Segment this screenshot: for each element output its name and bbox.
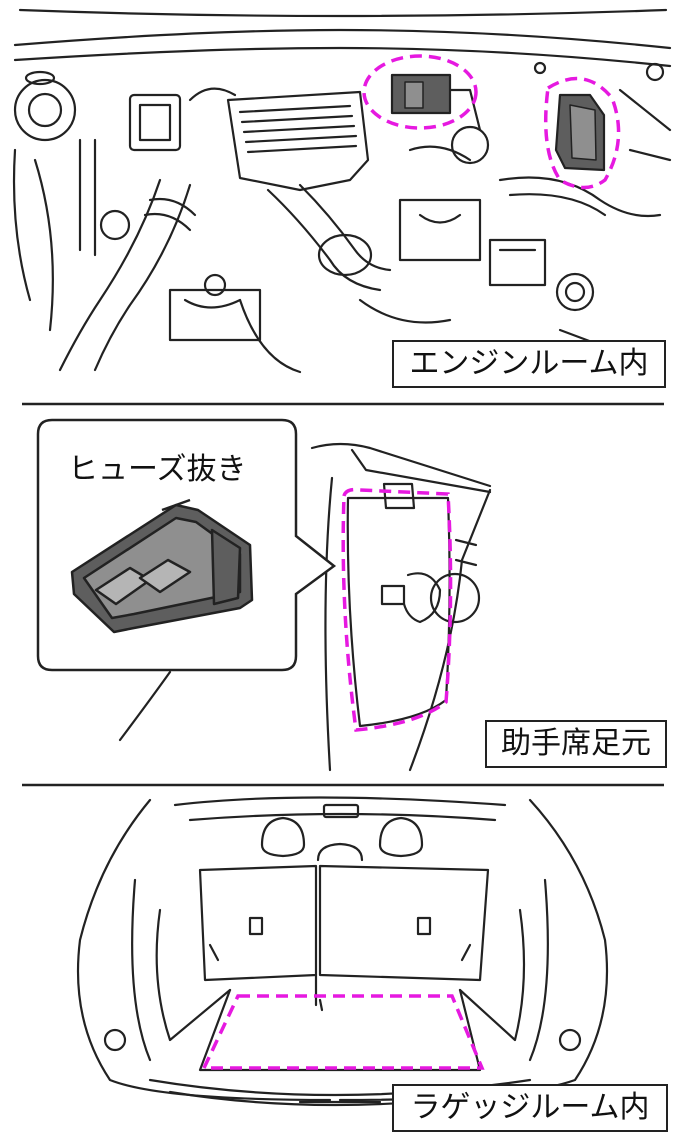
fuse-puller-callout	[36, 418, 337, 672]
engine-relay-box-highlight	[543, 76, 621, 190]
fuse-puller-label: ヒューズ抜き	[68, 452, 247, 487]
luggage-room-label: ラゲッジルーム内	[392, 1084, 668, 1132]
luggage-room-panel	[76, 796, 609, 1107]
engine-room-panel	[12, 8, 672, 374]
engine-fuse-box-highlight	[362, 54, 478, 130]
engine-room-label: エンジンルーム内	[392, 340, 666, 388]
passenger-panel-highlight	[341, 487, 453, 732]
luggage-floor-highlight	[201, 994, 485, 1070]
passenger-footwell-panel	[118, 442, 492, 772]
fuse-puller-tool-icon	[70, 498, 254, 634]
passenger-footwell-label: 助手席足元	[485, 720, 667, 768]
